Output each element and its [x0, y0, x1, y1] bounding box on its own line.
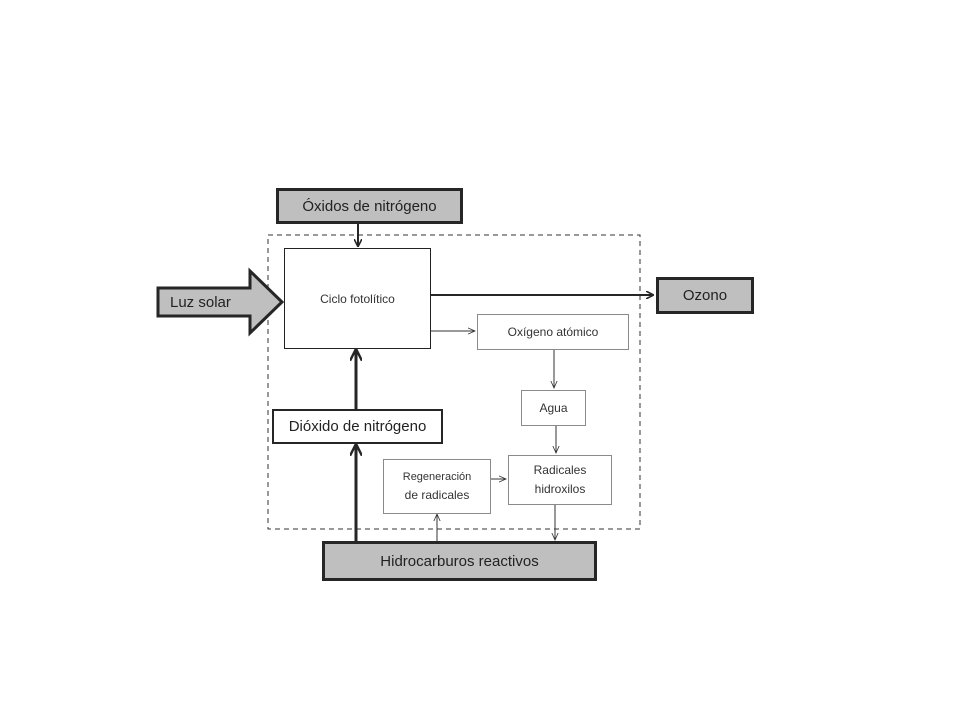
node-dioxido-de-nitrogeno: Dióxido de nitrógeno — [272, 409, 443, 444]
node-oxigeno-label: Oxígeno atómico — [507, 325, 599, 339]
node-ozono: Ozono — [656, 277, 754, 314]
node-regeneracion-line2: de radicales — [404, 487, 470, 502]
node-agua: Agua — [521, 390, 586, 426]
node-luz-label: Luz solar — [170, 293, 231, 311]
node-dioxido-label: Dióxido de nitrógeno — [288, 418, 427, 435]
node-luz-solar: Luz solar — [160, 289, 250, 315]
node-hidrocarburos-reactivos: Hidrocarburos reactivos — [322, 541, 597, 581]
luz-solar-arrow-shape — [156, 267, 285, 337]
node-oxidos-label: Óxidos de nitrógeno — [302, 197, 437, 215]
node-hidrocarburos-label: Hidrocarburos reactivos — [380, 552, 539, 570]
node-agua-label: Agua — [539, 401, 568, 415]
node-oxidos-de-nitrogeno: Óxidos de nitrógeno — [276, 188, 463, 224]
node-ciclo-fotolitico: Ciclo fotolítico — [284, 248, 431, 349]
node-radicales-line2: hidroxilos — [534, 482, 586, 496]
node-regeneracion-de-radicales: Regeneración de radicales — [383, 459, 491, 514]
node-radicales-line1: Radicales — [533, 463, 587, 477]
node-oxigeno-atomico: Oxígeno atómico — [477, 314, 629, 350]
node-regeneracion-line1: Regeneración — [402, 470, 472, 483]
node-radicales-hidroxilos: Radicales hidroxilos — [508, 455, 612, 505]
node-ciclo-label: Ciclo fotolítico — [320, 291, 395, 306]
node-ozono-label: Ozono — [682, 287, 728, 304]
